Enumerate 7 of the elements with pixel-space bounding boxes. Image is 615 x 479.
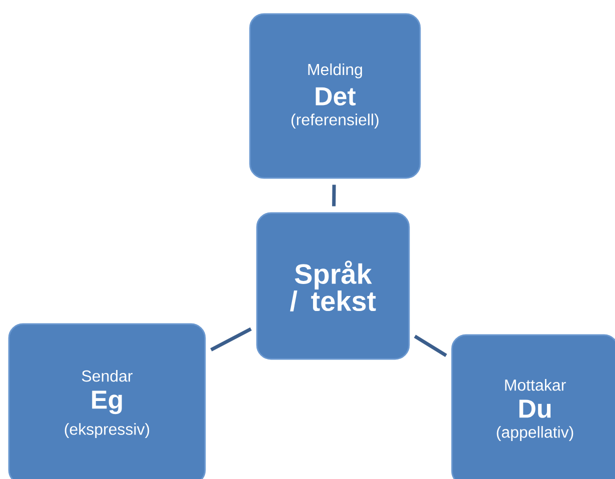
connector-line <box>414 334 448 357</box>
process-box: Sendar Eg (ekspressiv) <box>8 323 206 479</box>
connector-line <box>332 184 336 206</box>
connector-line <box>210 327 252 352</box>
process-box: Mottakar Du (appellativ) <box>451 334 615 479</box>
process-box: Melding Det (referensiell) <box>249 13 421 179</box>
process-box: Språk / tekst <box>256 212 410 360</box>
